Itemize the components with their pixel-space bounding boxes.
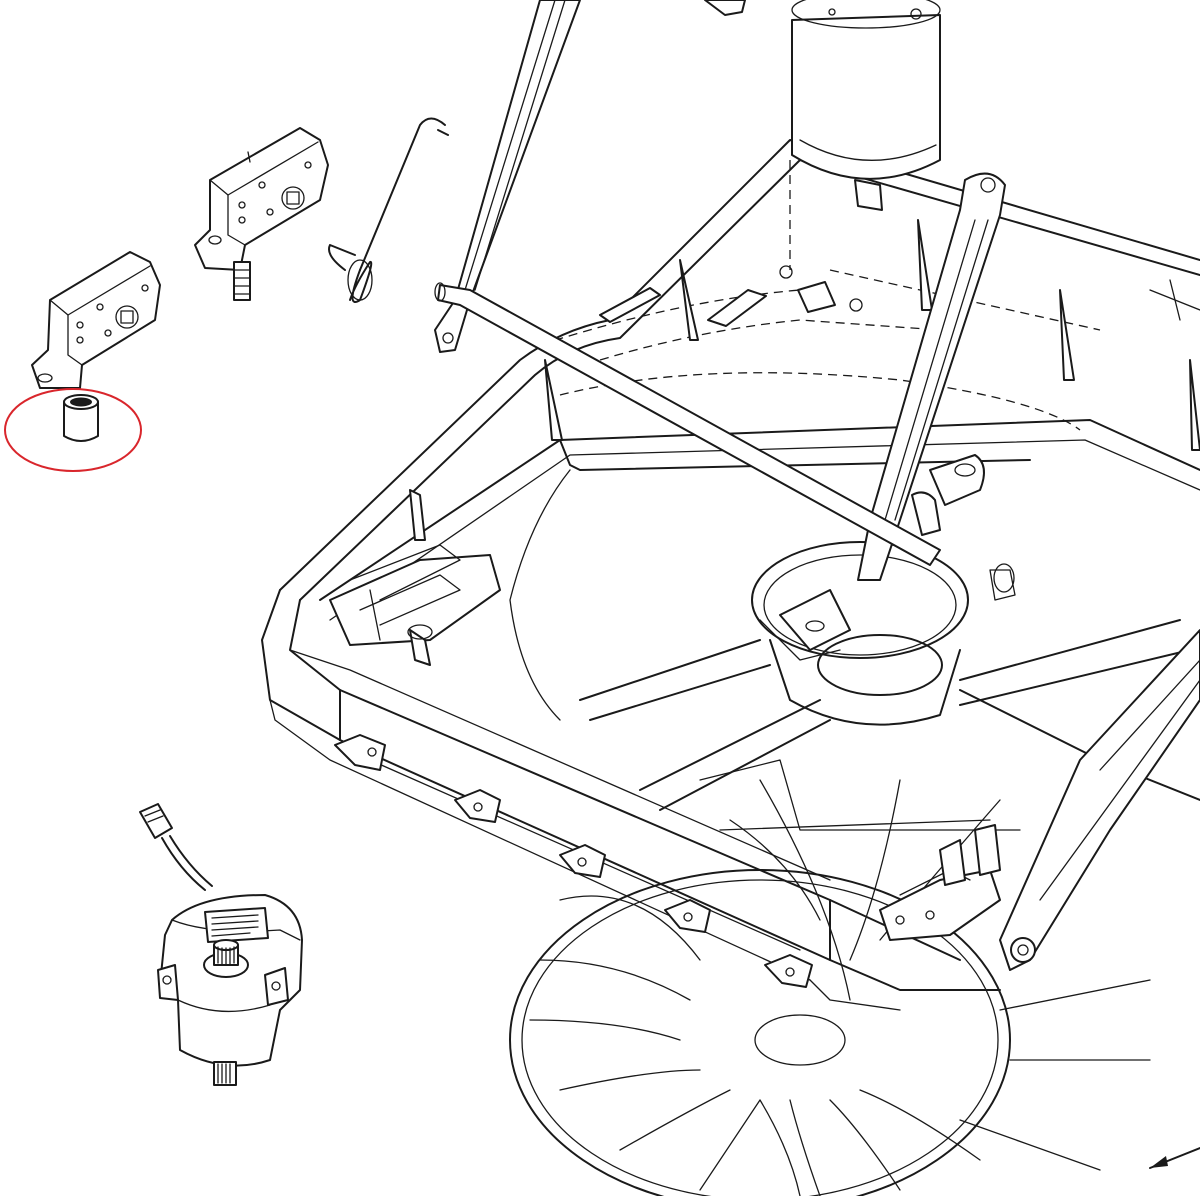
top-clip-part — [704, 0, 746, 16]
fan-blade — [509, 779, 1151, 1196]
left-latch-bracket — [329, 489, 501, 666]
highlight-circle — [4, 388, 142, 472]
fan-motor-cylinder — [791, 0, 941, 211]
lift-arm-left — [434, 0, 581, 353]
actuator-motor — [139, 803, 303, 1086]
direction-arrow — [1149, 1147, 1200, 1169]
hinge-bracket-lower — [31, 251, 161, 389]
bushing-part — [63, 394, 99, 442]
cross-rod — [434, 282, 1016, 601]
right-latch-bracket — [879, 824, 1001, 941]
hinge-bracket-upper — [194, 127, 329, 301]
torsion-spring — [328, 117, 449, 303]
right-edge-arrow — [1149, 279, 1200, 321]
frame-clips — [334, 734, 813, 988]
lift-arm-right — [857, 172, 1006, 581]
lift-arm-front — [999, 629, 1200, 971]
